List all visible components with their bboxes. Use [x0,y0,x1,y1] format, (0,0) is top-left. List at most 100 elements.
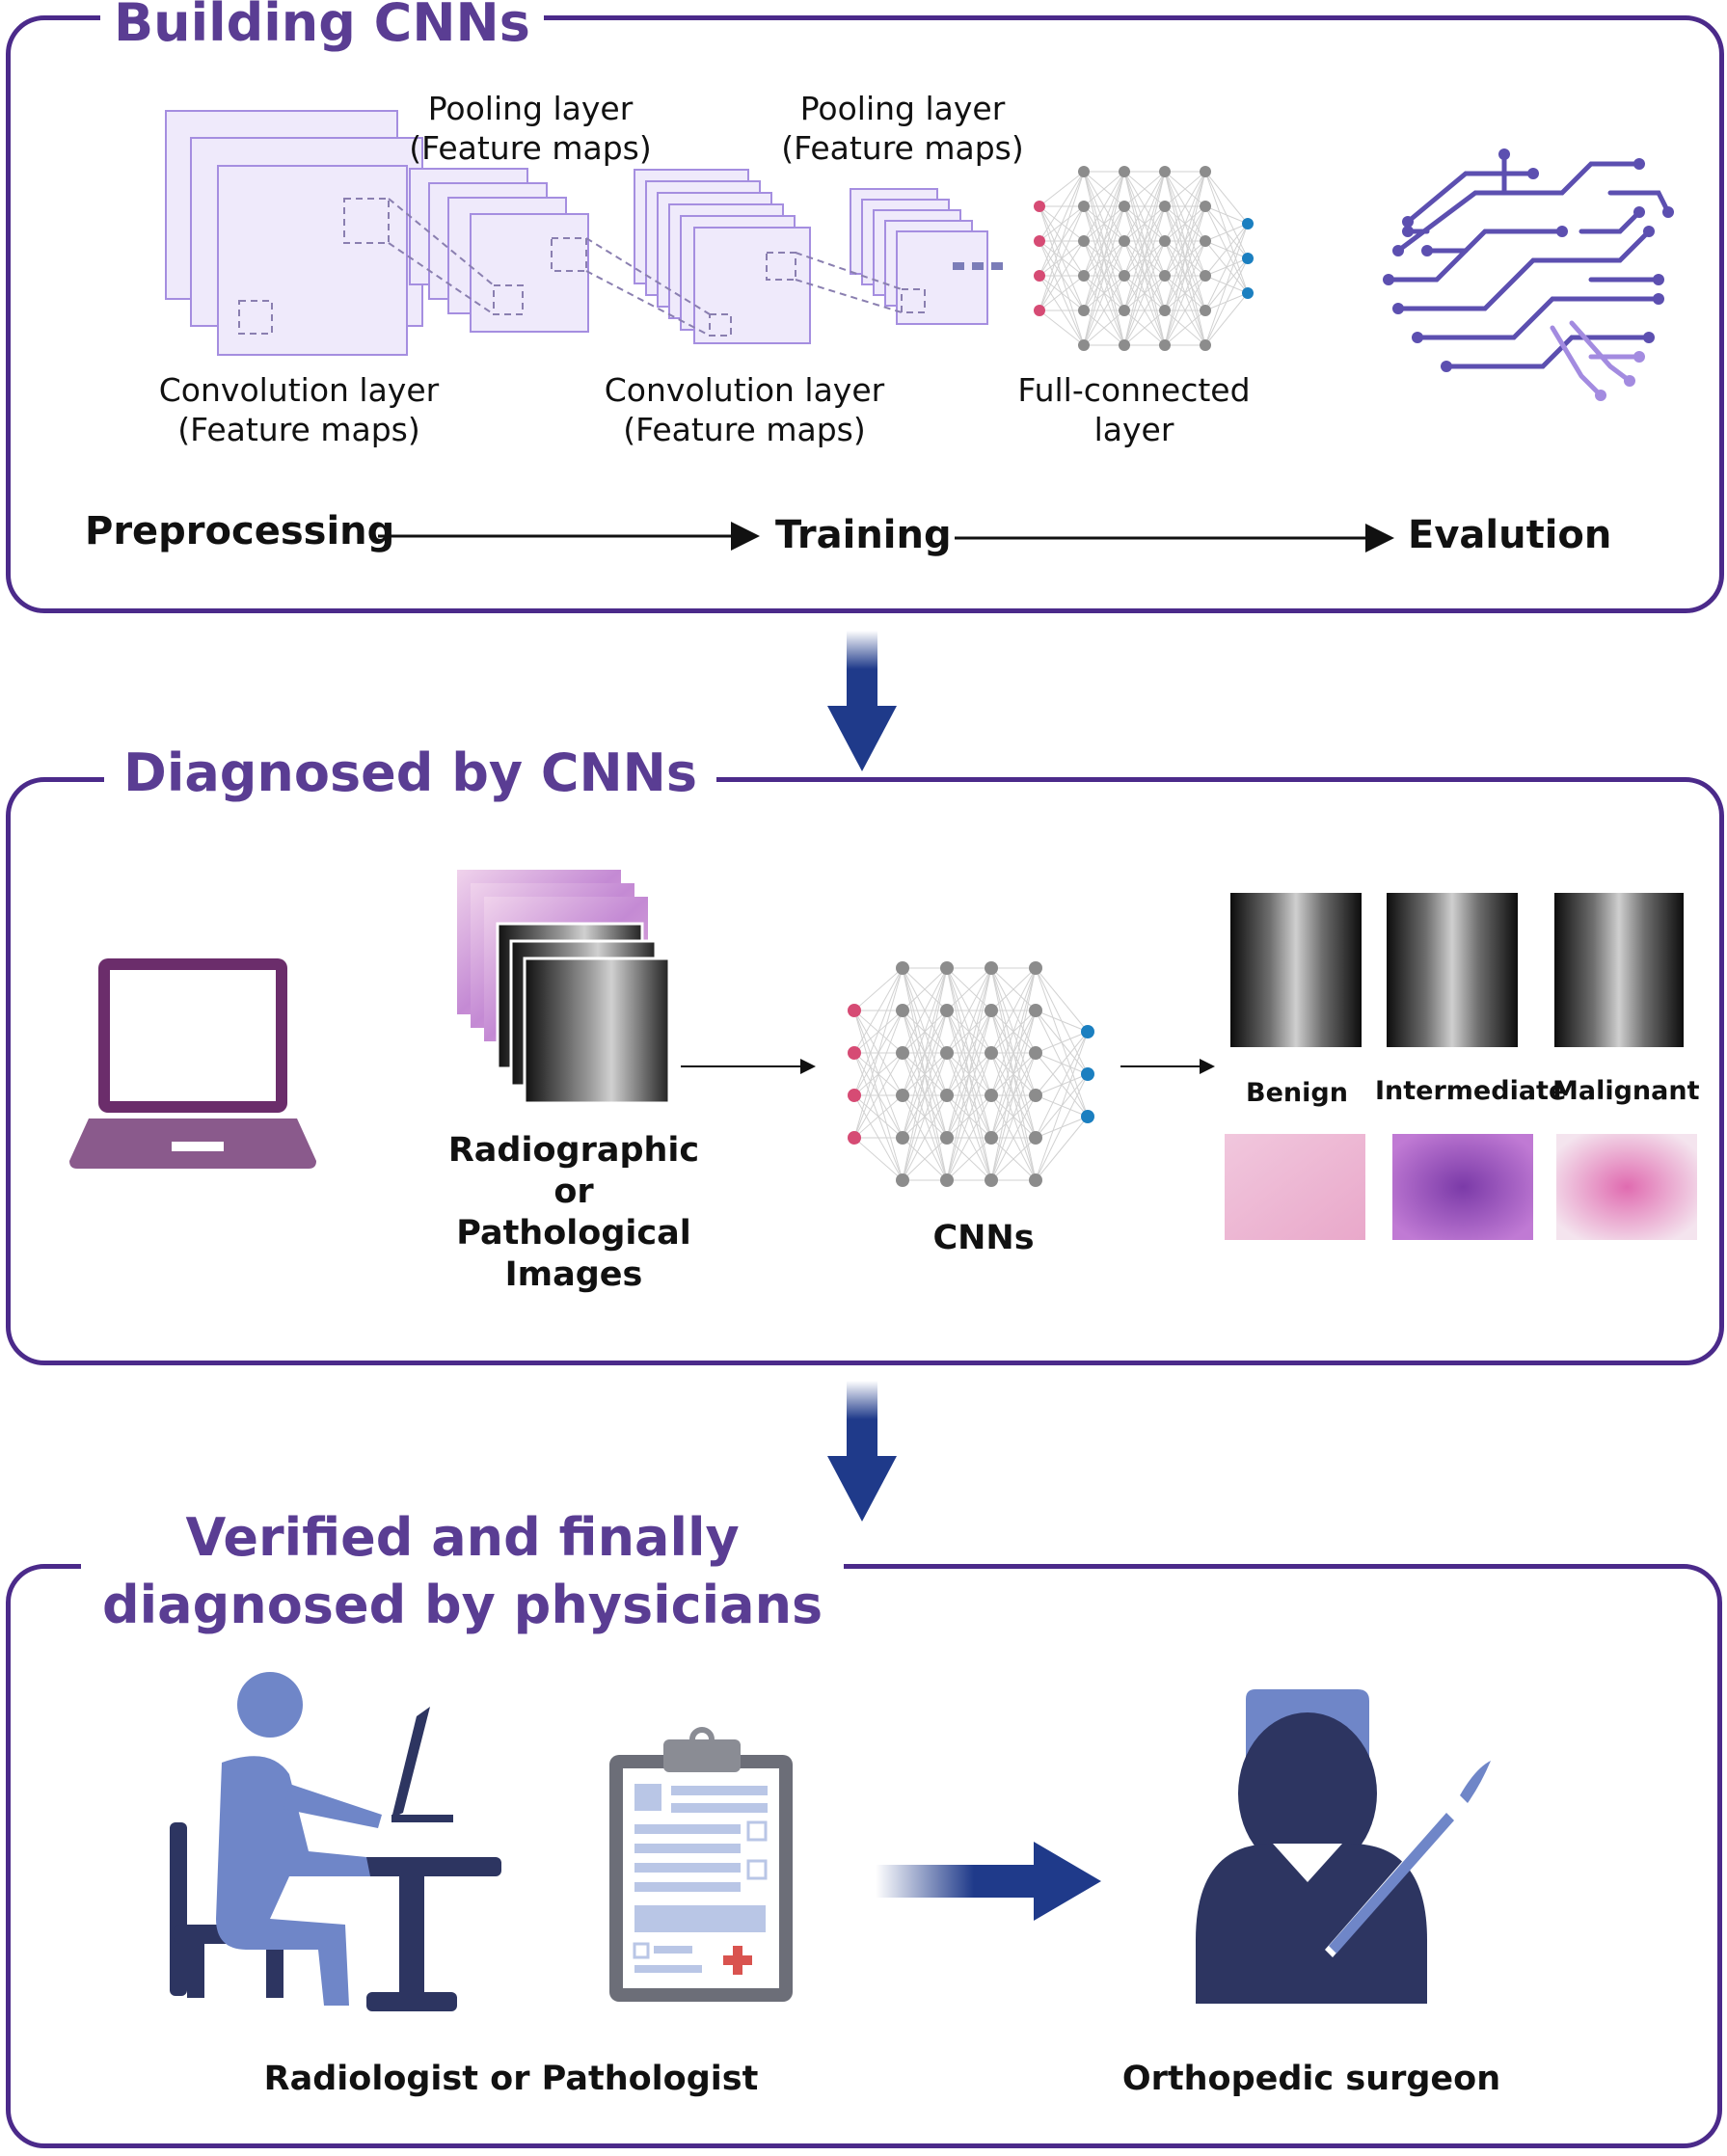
hidden-node [1078,201,1090,212]
hidden-node [1119,270,1130,282]
network-edge [990,1094,1037,1181]
image-stack [457,870,671,1105]
output-node [1081,1110,1094,1123]
hidden-node [896,1046,909,1060]
hidden-node [1200,270,1211,282]
conv1-label-line2: (Feature maps) [177,411,420,448]
hidden-node [985,1089,998,1102]
network-edge [1083,171,1125,207]
network-edge [853,967,904,1054]
network-edge [1123,171,1166,346]
hidden-node [1200,201,1211,212]
input-node [848,1004,861,1017]
output-node [1242,287,1254,299]
fc-label: Full-connected layer [999,370,1269,449]
hidden-node [1159,305,1171,316]
flow-arrows-panel2 [681,1059,1215,1074]
hidden-node [1119,339,1130,351]
hidden-node [896,1089,909,1102]
input-node [848,1089,861,1102]
images-label: Radiographic or Pathological Images [444,1130,704,1296]
surgeon-label: Orthopedic surgeon [1121,2060,1501,2098]
pipeline-step-preprocessing: Preprocessing [85,509,395,553]
network-edge [990,967,1037,1096]
network-edge [1039,240,1085,311]
hidden-node [1078,166,1090,177]
pool1-label: Pooling layer (Feature maps) [386,89,675,168]
images-label-line3: Pathological [456,1214,691,1253]
network-edge [1035,1116,1089,1181]
hidden-node [1119,235,1130,247]
class-malignant: Malignant [1552,1076,1700,1106]
images-label-line1: Radiographic [447,1131,700,1170]
pool2-label-line1: Pooling layer [799,90,1006,127]
network-edge [946,1010,992,1181]
conv2-label: Convolution layer (Feature maps) [590,370,899,449]
network-edge [990,967,1037,1181]
network-edge [853,1137,904,1181]
output-node [1081,1025,1094,1038]
hidden-node [1200,305,1211,316]
panel-title-verified-line1: Verified and finally [185,1507,740,1568]
network-edge [1123,171,1166,207]
hidden-node [1200,166,1211,177]
panel-title-diagnosed: Diagnosed by CNNs [104,744,717,801]
network-edge [990,1052,1037,1181]
network-edge [1123,205,1166,346]
hidden-node [896,961,909,975]
hidden-node [985,1046,998,1060]
hidden-node [1078,305,1090,316]
class-benign: Benign [1246,1078,1348,1108]
network-edge [1123,171,1166,311]
network-edge [1204,223,1249,346]
cnn-label: CNNs [932,1219,1035,1257]
hidden-node [940,1046,954,1060]
network-edge [1083,310,1125,346]
input-node [1034,201,1045,212]
network-edge [946,967,992,1096]
pipeline-arrows [378,522,1394,552]
input-node [1034,305,1045,316]
hidden-node [896,1131,909,1145]
network-edge [1123,240,1166,346]
network-edge [1204,223,1249,242]
network-edge [1164,310,1206,346]
network-edge [1164,171,1206,346]
network-edge [902,1094,948,1181]
input-node [848,1046,861,1060]
network-edge [902,967,948,1139]
scalpel-icon [1325,1761,1491,1957]
network-edge [990,967,1037,1139]
hidden-node [985,1004,998,1017]
network-edge [902,1052,948,1181]
network-edge [902,967,948,1011]
network-edge [946,967,992,1011]
hidden-node [1159,166,1171,177]
input-node [1034,235,1045,247]
network-edge [1083,205,1125,346]
pool1-label-line2: (Feature maps) [409,129,652,167]
network-edge [853,967,904,1011]
hidden-node [940,1131,954,1145]
network-edge [1164,171,1206,311]
network-edge [1039,310,1085,346]
output-node [1242,218,1254,229]
network-edge [1039,275,1085,311]
network-edge [1035,1031,1089,1181]
network-edge [990,967,1037,1054]
network-edge [853,1010,904,1139]
conv2-label-line1: Convolution layer [604,371,885,409]
network-edge [902,1010,948,1181]
hidden-node [1078,235,1090,247]
network-edge [1204,223,1249,277]
physician-desk-icon [170,1672,501,2011]
hidden-node [1029,1004,1042,1017]
network-edge [990,1010,1037,1181]
network-edge [946,967,992,1181]
hidden-node [1119,305,1130,316]
hidden-node [896,1004,909,1017]
fc-label-line1: Full-connected [1017,371,1251,409]
hidden-node [896,1173,909,1187]
input-node [1034,270,1045,282]
hidden-node [1029,1046,1042,1060]
